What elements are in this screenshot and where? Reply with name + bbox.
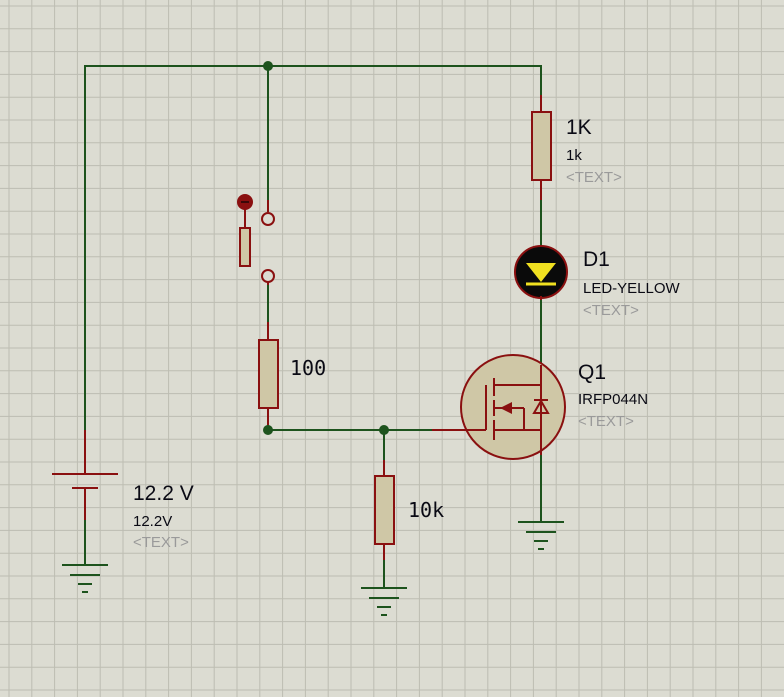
wires	[84, 65, 542, 588]
resistor-1k[interactable]: 1K 1k <TEXT>	[531, 95, 622, 200]
battery-text-label: <TEXT>	[133, 534, 189, 551]
led-d1[interactable]: D1 LED-YELLOW <TEXT>	[514, 245, 681, 319]
led-value-label: LED-YELLOW	[583, 280, 681, 297]
battery-12v[interactable]: 12.2 V 12.2V <TEXT>	[52, 430, 194, 551]
resistor-100[interactable]: 100	[258, 322, 326, 425]
battery-name-label: 12.2 V	[133, 482, 194, 505]
ground-mosfet-symbol	[518, 521, 564, 550]
junction-gate-node	[379, 425, 389, 435]
wire-top-rail	[84, 65, 542, 430]
led-triangle	[526, 263, 556, 282]
junction-left-node	[263, 425, 273, 435]
q1-text-label: <TEXT>	[578, 413, 634, 430]
r1-name-label: 1K	[566, 116, 592, 139]
led-text-label: <TEXT>	[583, 302, 639, 319]
mosfet-q1[interactable]: Q1 IRFP044N <TEXT>	[432, 354, 648, 460]
ground-battery-symbol	[62, 564, 108, 593]
junction-top	[263, 61, 273, 71]
r1-text-label: <TEXT>	[566, 169, 622, 186]
ground-pulldown-symbol	[361, 587, 407, 616]
r100-value-label: 100	[290, 356, 326, 380]
resistor-10k[interactable]: 10k	[374, 460, 444, 560]
led-name-label: D1	[583, 248, 610, 271]
q1-value-label: IRFP044N	[578, 391, 648, 408]
r10k-value-label: 10k	[408, 498, 444, 522]
battery-value-label: 12.2V	[133, 513, 172, 530]
push-button-switch[interactable]	[237, 194, 275, 285]
q1-name-label: Q1	[578, 361, 606, 384]
r1-value-label: 1k	[566, 147, 582, 164]
